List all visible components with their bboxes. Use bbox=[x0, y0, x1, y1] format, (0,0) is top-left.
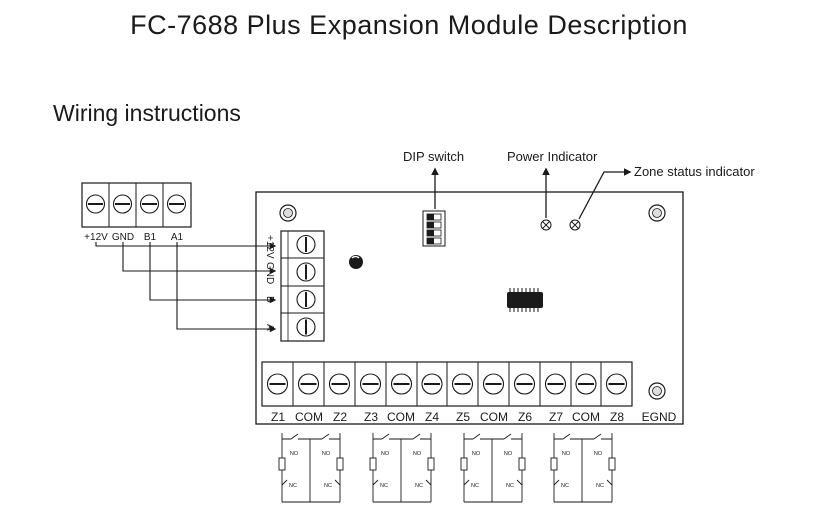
ext-terminal-label-a1: A1 bbox=[171, 232, 184, 243]
terminal-label-com-4: COM bbox=[572, 410, 600, 424]
wire-a bbox=[176, 242, 277, 333]
board-power-terminal-block bbox=[280, 230, 325, 342]
zone-status-arrow bbox=[578, 168, 632, 220]
terminal-label-z8: Z8 bbox=[610, 410, 624, 424]
terminal-label-com-1: COM bbox=[295, 410, 323, 424]
no-label-z5: NO bbox=[472, 451, 481, 457]
nc-label-z4: NC bbox=[415, 483, 423, 489]
terminal-label-com-3: COM bbox=[480, 410, 508, 424]
nc-label-z2: NC bbox=[324, 483, 332, 489]
zone-group-z7-z8 bbox=[550, 433, 616, 503]
terminal-label-egnd: EGND bbox=[642, 410, 677, 424]
ext-terminal-label-b1: B1 bbox=[144, 232, 157, 243]
mounting-hole-top-left bbox=[279, 204, 297, 222]
no-label-z4: NO bbox=[413, 451, 422, 457]
dip-switch-label: DIP switch bbox=[403, 149, 464, 164]
nc-label-z7: NC bbox=[561, 483, 569, 489]
no-label-z7: NO bbox=[562, 451, 571, 457]
zone-status-led bbox=[569, 219, 581, 231]
wire-gnd bbox=[122, 242, 277, 275]
buzzer-component bbox=[349, 255, 363, 269]
nc-label-z6: NC bbox=[506, 483, 514, 489]
board-label-a: A bbox=[264, 324, 275, 331]
terminal-label-z5: Z5 bbox=[456, 410, 470, 424]
wire-b bbox=[149, 242, 277, 304]
nc-label-z8: NC bbox=[596, 483, 604, 489]
page-title: FC-7688 Plus Expansion Module Descriptio… bbox=[130, 10, 688, 40]
terminal-label-z3: Z3 bbox=[364, 410, 378, 424]
no-label-z3: NO bbox=[381, 451, 390, 457]
nc-label-z3: NC bbox=[380, 483, 388, 489]
terminal-label-z1: Z1 bbox=[271, 410, 285, 424]
no-label-z2: NO bbox=[322, 451, 331, 457]
dip-switch bbox=[422, 210, 446, 247]
no-label-z6: NO bbox=[504, 451, 513, 457]
ext-terminal-label-gnd: GND bbox=[112, 232, 134, 243]
external-terminal-block bbox=[81, 182, 192, 228]
mounting-hole-bottom-right bbox=[648, 382, 666, 400]
terminal-label-z4: Z4 bbox=[425, 410, 439, 424]
terminal-label-z2: Z2 bbox=[333, 410, 347, 424]
no-label-z1: NO bbox=[290, 451, 299, 457]
no-label-z8: NO bbox=[594, 451, 603, 457]
power-indicator-led bbox=[540, 219, 552, 231]
ext-terminal-label-12v: +12V bbox=[84, 232, 108, 243]
wire-12v bbox=[95, 242, 277, 250]
zone-group-z5-z6 bbox=[460, 433, 526, 503]
terminal-label-com-2: COM bbox=[387, 410, 415, 424]
nc-label-z5: NC bbox=[471, 483, 479, 489]
board-label-gnd: GND bbox=[264, 262, 275, 284]
ic-chip bbox=[507, 288, 543, 312]
zone-group-z1-z2 bbox=[278, 433, 344, 503]
terminal-label-z7: Z7 bbox=[549, 410, 563, 424]
board-label-b: B bbox=[264, 296, 275, 303]
zone-group-z3-z4 bbox=[369, 433, 435, 503]
zone-terminal-block bbox=[261, 361, 633, 407]
board-label-12v: +12V bbox=[264, 235, 275, 259]
power-indicator-label: Power Indicator bbox=[507, 149, 598, 164]
mounting-hole-top-right bbox=[648, 204, 666, 222]
zone-status-label: Zone status indicator bbox=[634, 164, 755, 179]
section-title: Wiring instructions bbox=[53, 100, 241, 126]
nc-label-z1: NC bbox=[289, 483, 297, 489]
terminal-label-z6: Z6 bbox=[518, 410, 532, 424]
